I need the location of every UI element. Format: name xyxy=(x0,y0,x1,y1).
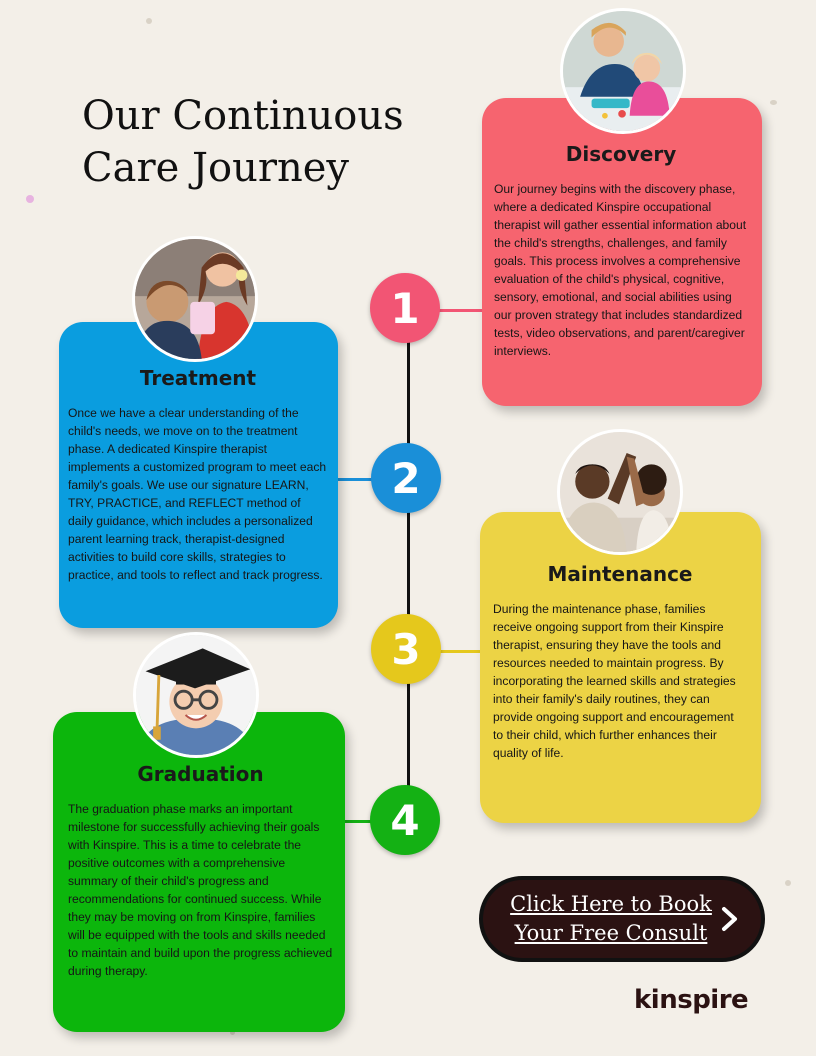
therapist-session-photo xyxy=(132,236,258,362)
background-speck xyxy=(230,1030,235,1035)
maintenance-card: Maintenance During the maintenance phase… xyxy=(480,512,761,823)
graduation-card: Graduation The graduation phase marks an… xyxy=(53,712,345,1032)
graduation-body: The graduation phase marks an important … xyxy=(68,802,333,978)
step-badge-4: 4 xyxy=(370,785,440,855)
page-title-line-1: Our Continuous xyxy=(82,93,404,139)
step-badge-2: 2 xyxy=(371,443,441,513)
step-badge-3: 3 xyxy=(371,614,441,684)
connector-1 xyxy=(438,309,484,312)
treatment-title: Treatment xyxy=(139,366,257,390)
background-speck xyxy=(26,195,34,203)
maintenance-title: Maintenance xyxy=(547,562,693,586)
background-speck xyxy=(785,880,791,886)
discovery-body: Our journey begins with the discovery ph… xyxy=(494,182,747,358)
connector-2 xyxy=(336,478,376,481)
graduation-title: Graduation xyxy=(137,762,264,786)
kinspire-logo: kinspire xyxy=(634,985,749,1015)
page-title-line-2: Care Journey xyxy=(82,145,349,191)
book-consult-button[interactable]: Click Here to Book Your Free Consult xyxy=(479,876,765,962)
maintenance-body: During the maintenance phase, families r… xyxy=(493,602,736,760)
background-speck xyxy=(146,18,152,24)
treatment-card: Treatment Once we have a clear understan… xyxy=(59,322,338,628)
discovery-card: Discovery Our journey begins with the di… xyxy=(482,98,762,406)
connector-4 xyxy=(344,820,376,823)
treatment-body: Once we have a clear understanding of th… xyxy=(68,406,327,582)
therapist-with-child-photo xyxy=(560,8,686,134)
page-title: Our Continuous Care Journey xyxy=(82,90,462,194)
discovery-title: Discovery xyxy=(565,142,677,166)
book-consult-label: Click Here to Book Your Free Consult xyxy=(510,892,712,945)
connector-3 xyxy=(438,650,482,653)
chevron-right-icon xyxy=(722,907,737,931)
step-badge-1: 1 xyxy=(370,273,440,343)
timeline-line xyxy=(407,300,410,820)
parent-high-five-photo xyxy=(557,429,683,555)
child-graduation-cap-photo xyxy=(133,632,259,758)
background-speck xyxy=(770,100,777,105)
